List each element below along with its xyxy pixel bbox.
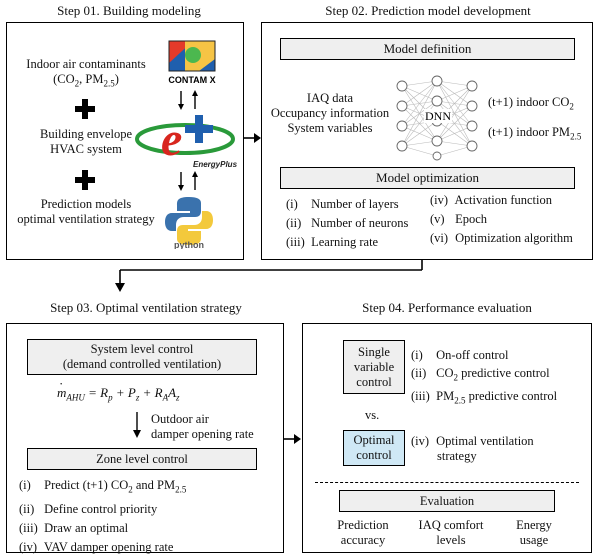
- system-level-control-box: System level control (demand controlled …: [27, 339, 257, 375]
- svg-text:e: e: [161, 113, 182, 166]
- flow-connector-icon: [115, 260, 423, 292]
- evaluation-header: Evaluation: [339, 490, 555, 512]
- down-arrow-icon: [133, 412, 141, 438]
- step4-panel: Single variable control (i) On-off contr…: [302, 323, 592, 553]
- svg-text:EnergyPlus: EnergyPlus: [193, 160, 237, 169]
- plus-icon: [75, 99, 95, 119]
- step1-title: Step 01. Building modeling: [57, 3, 201, 18]
- single-control-methods: (i) On-off control (ii) CO2 predictive c…: [411, 348, 558, 405]
- flow-arrow-icon: [244, 133, 261, 143]
- bidirectional-arrows-icon: [178, 171, 198, 191]
- step2-panel: Model definition IAQ data Occupancy info…: [261, 22, 593, 260]
- outdoor-air-damper: Outdoor air damper opening rate: [151, 412, 254, 441]
- step3-panel: System level control (demand controlled …: [6, 323, 284, 554]
- versus-label: vs.: [365, 408, 380, 422]
- single-variable-control-box: Single variable control: [343, 340, 405, 394]
- model-optimization-header: Model optimization: [280, 167, 575, 189]
- svg-text:DNN: DNN: [425, 109, 451, 123]
- svg-text:CONTAM X: CONTAM X: [168, 75, 215, 85]
- model-definition-header: Model definition: [280, 38, 575, 60]
- dnn-network-icon: DNN: [396, 75, 478, 161]
- model-outputs: (t+1) indoor CO2 (t+1) indoor PM2.5: [488, 95, 582, 141]
- step4-title: Step 04. Performance evaluation: [362, 300, 532, 315]
- bidirectional-arrows-icon: [178, 90, 198, 110]
- dashed-divider: [315, 482, 579, 483]
- model-inputs: IAQ data Occupancy information System va…: [270, 91, 390, 135]
- contam-logo-icon: CONTAM X: [168, 40, 216, 85]
- python-logo-icon: python: [165, 197, 213, 249]
- zone-control-steps: (i) Predict (t+1) CO2 and PM2.5 (ii) Def…: [19, 478, 187, 554]
- optimal-control-method: (iv) Optimal ventilation strategy: [411, 434, 534, 463]
- step1-contaminants: Indoor air contaminants (CO2, PM2.5): [26, 57, 146, 89]
- airflow-equation: m·AHU = Rp + Pz + RAAz: [57, 376, 180, 403]
- energyplus-logo-icon: e EnergyPlus: [135, 113, 237, 169]
- optimal-control-box: Optimal control: [343, 430, 405, 466]
- zone-level-control-box: Zone level control: [27, 448, 257, 470]
- step1-panel: Indoor air contaminants (CO2, PM2.5) Bui…: [6, 22, 244, 260]
- opt-params-left: (i) Number of layers (ii) Number of neur…: [286, 197, 409, 249]
- opt-params-right: (iv) Activation function (v) Epoch (vi) …: [430, 193, 573, 245]
- svg-text:python: python: [174, 240, 204, 249]
- step2-title: Step 02. Prediction model development: [325, 3, 531, 18]
- flow-arrow-icon: [284, 434, 301, 444]
- plus-icon: [75, 170, 95, 190]
- step3-title: Step 03. Optimal ventilation strategy: [50, 300, 242, 315]
